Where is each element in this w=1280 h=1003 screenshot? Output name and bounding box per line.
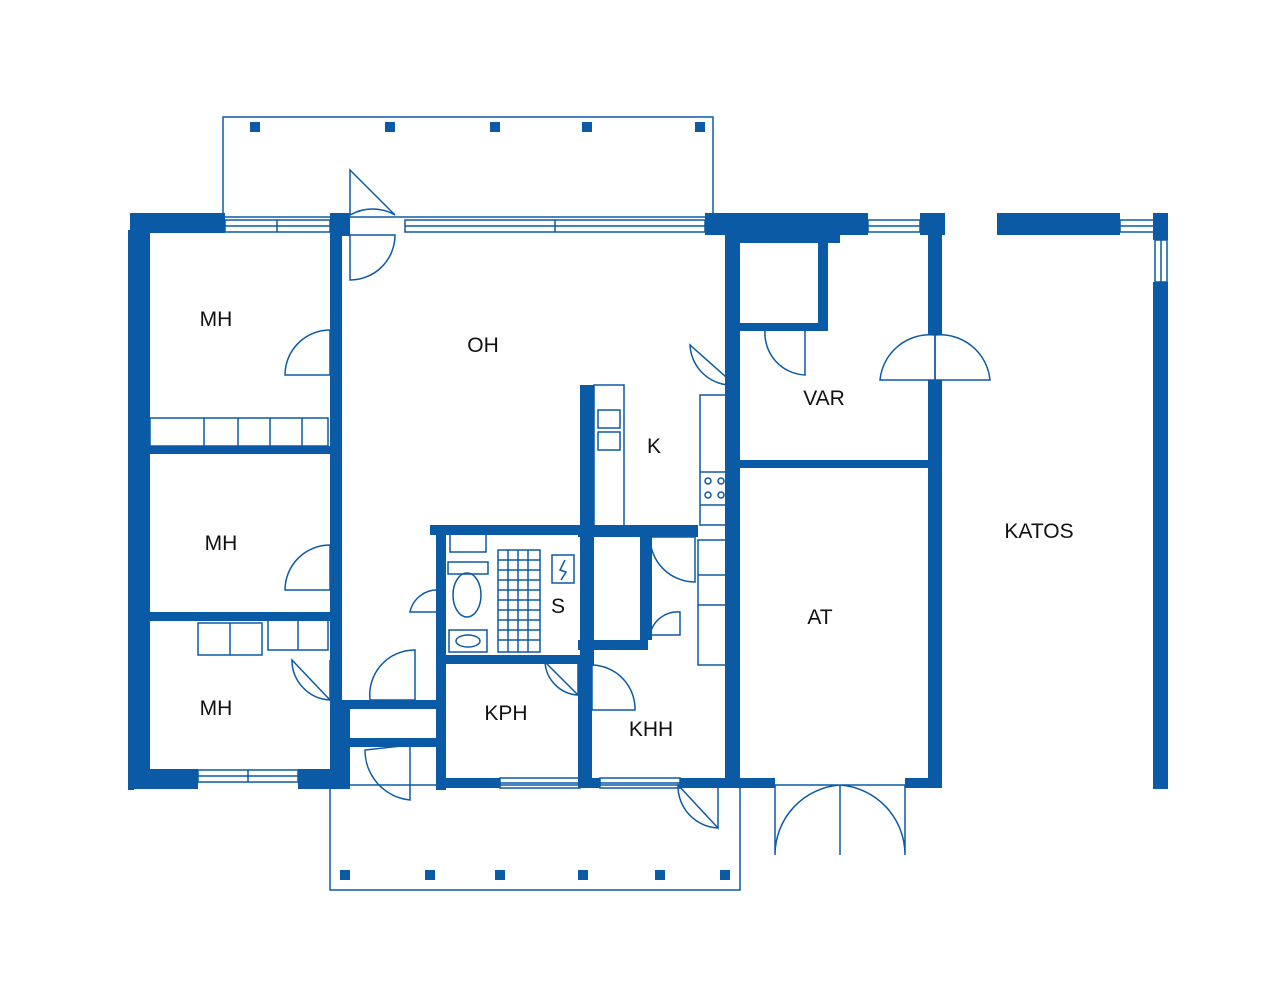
room-label-mh-middle: MH (204, 532, 238, 555)
doors (284, 168, 991, 856)
room-label-s: S (550, 595, 566, 618)
walls (128, 213, 1168, 790)
room-label-mh-top: MH (199, 308, 233, 331)
room-label-mh-bottom: MH (199, 697, 233, 720)
room-label-var: VAR (803, 387, 845, 410)
room-label-katos: KATOS (1004, 520, 1074, 543)
terrace-posts (250, 122, 730, 880)
room-label-oh: OH (467, 334, 499, 357)
sauna-benches (497, 549, 541, 653)
room-label-khh: KHH (628, 718, 674, 741)
bathroom-fixtures (447, 529, 575, 653)
room-label-k: K (646, 435, 662, 458)
top-terrace-outline (222, 116, 714, 218)
room-label-at: AT (807, 606, 833, 629)
bottom-terrace-outline (329, 784, 741, 891)
windows (134, 219, 1168, 789)
room-label-kph: KPH (484, 702, 528, 725)
